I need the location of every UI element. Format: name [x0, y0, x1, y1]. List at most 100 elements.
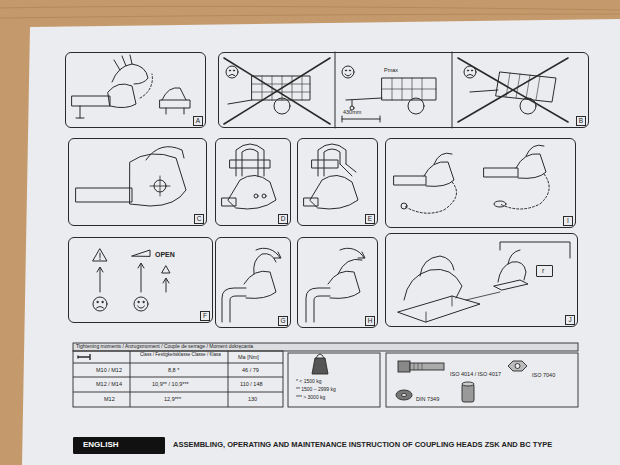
line-art — [162, 266, 170, 273]
figure-a — [72, 55, 190, 118]
line-art — [274, 98, 290, 114]
line-art — [516, 154, 546, 179]
line-art — [93, 297, 107, 311]
line-art — [244, 271, 276, 298]
line-art — [233, 70, 234, 71]
panel-letter: C — [194, 214, 204, 224]
line-art — [345, 70, 346, 71]
line-art — [426, 296, 452, 322]
line-art — [328, 271, 360, 298]
line-art — [312, 160, 338, 168]
line-art — [484, 168, 518, 177]
panel-letter: J — [565, 315, 575, 325]
line-art — [154, 180, 166, 192]
line-art — [520, 98, 536, 114]
line-art — [342, 66, 354, 78]
line-art — [134, 297, 148, 311]
line-art — [112, 64, 148, 84]
line-art — [342, 116, 380, 122]
line-art — [230, 160, 270, 168]
figure-c — [76, 147, 186, 206]
line-art — [254, 194, 258, 198]
line-art — [163, 278, 169, 292]
line-art — [358, 252, 365, 258]
line-art — [466, 292, 500, 300]
line-art — [229, 74, 235, 75]
line-art — [500, 174, 549, 209]
line-art — [340, 248, 364, 258]
line-art — [146, 147, 184, 160]
panel-letter: I — [563, 216, 573, 226]
figure-j — [398, 242, 570, 322]
panel-letter: E — [365, 214, 375, 224]
line-art — [382, 78, 436, 100]
table-cell: 110 / 148 — [240, 381, 263, 387]
line-art — [130, 154, 186, 206]
line-art — [242, 149, 258, 176]
line-art — [526, 145, 544, 156]
panel-letter: H — [365, 316, 375, 326]
line-art — [316, 354, 324, 358]
figure-panel: I — [385, 138, 576, 228]
figure-e — [304, 144, 358, 209]
line-art — [345, 74, 351, 76]
figure-panel: H — [297, 237, 378, 328]
document-title: ASSEMBLING, OPERATING AND MAINTENANCE IN… — [173, 441, 552, 449]
line-art — [414, 363, 422, 370]
line-art — [312, 358, 328, 374]
panel-letter: A — [193, 116, 203, 126]
figure-panel: E — [297, 138, 378, 226]
line-art — [76, 188, 132, 202]
part-standard: ISO 4014 / ISO 4017 — [450, 371, 501, 377]
figure-panel: A — [65, 52, 206, 128]
part-standard: DIN 7349 — [416, 396, 439, 402]
line-art — [404, 269, 462, 300]
table-cell: M10 / M12 — [96, 367, 122, 373]
part-standard: ISO 7040 — [532, 372, 555, 378]
figure-panel: C — [68, 138, 207, 226]
line-art — [508, 250, 520, 264]
line-art — [97, 307, 104, 309]
line-art — [73, 351, 283, 407]
table-cell: 8,8 * — [168, 367, 179, 373]
line-art — [256, 248, 280, 258]
line-art — [97, 267, 103, 292]
line-art — [229, 70, 230, 71]
figure-panel: Jr — [385, 233, 578, 327]
line-art — [254, 254, 276, 274]
line-art — [500, 242, 570, 258]
figure-panel: G — [215, 237, 291, 328]
line-art — [314, 296, 330, 322]
line-art — [143, 301, 144, 302]
line-art — [76, 106, 84, 118]
line-art — [97, 301, 98, 302]
line-art — [467, 74, 473, 75]
line-art — [160, 100, 190, 108]
line-art — [138, 306, 145, 308]
line-art — [462, 382, 474, 386]
panel-letter: D — [278, 214, 288, 224]
line-art — [0, 6, 620, 18]
figure-panel: Pmax430mmB — [218, 52, 589, 128]
dimension-label: 430mm — [343, 109, 361, 115]
line-art — [93, 249, 107, 261]
line-art — [22, 19, 620, 465]
line-art — [434, 153, 452, 164]
line-art — [420, 256, 454, 276]
line-art — [401, 203, 407, 209]
line-art — [386, 353, 578, 407]
line-art — [458, 58, 568, 122]
load-label: Pmax — [384, 67, 398, 73]
line-art — [140, 74, 152, 98]
line-art — [340, 164, 356, 176]
line-art — [462, 384, 474, 402]
figure-d — [222, 144, 276, 209]
line-art — [222, 198, 236, 206]
line-art — [402, 394, 407, 397]
node-label: ENGLISH — [83, 441, 119, 450]
table-cell: 46 / 79 — [242, 367, 259, 373]
figure-panel: OPENF — [68, 237, 213, 323]
line-art — [494, 280, 528, 290]
